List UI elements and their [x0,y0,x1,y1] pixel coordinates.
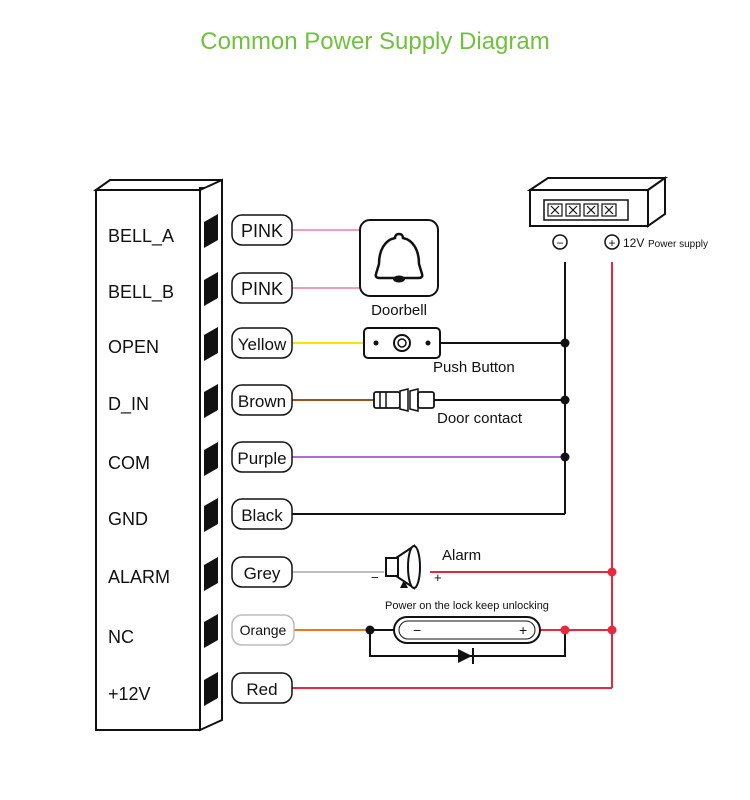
door-contact-label: Door contact [437,410,523,427]
push-button-device: Push Button [363,327,515,376]
power-supply-device: − + 12V Power supply [526,176,708,250]
wire-label-orange: Orange [240,622,287,638]
alarm-plus-label: + [434,570,442,585]
terminal-block [204,498,218,532]
junction-dot [560,452,570,462]
siren-icon [385,544,421,590]
terminal-label-bell-b: BELL_B [108,282,174,303]
terminal-block [204,214,218,248]
wires [292,229,613,689]
doorbell-device: Doorbell [359,219,439,319]
junction-dot [365,625,375,635]
alarm-label: Alarm [442,547,481,564]
alarm-minus-label: − [371,570,379,585]
positive-symbol: + [608,236,615,250]
junction-dot [607,567,617,577]
diode-icon [458,648,474,664]
doorbell-label: Doorbell [371,302,427,319]
terminal-label-alarm: ALARM [108,567,170,587]
wire-label-pink-a: PINK [241,221,283,241]
terminal-screws [547,203,617,217]
controller-unit [92,178,223,732]
terminal-block [204,327,218,361]
terminal-label-bell-a: BELL_A [108,226,174,247]
lock-plus-label: + [519,622,527,638]
terminal-label-12v: +12V [108,684,151,704]
power-supply-voltage: 12V [623,236,644,250]
lock-note-label: Power on the lock keep unlocking [385,600,549,612]
lock-minus-label: − [413,622,421,638]
wire-label-grey: Grey [244,564,281,583]
diagram-title: Common Power Supply Diagram [200,28,550,55]
terminal-labels: BELL_A BELL_B OPEN D_IN COM GND ALARM NC… [108,226,174,704]
alarm-device: Alarm − + [371,544,481,590]
power-supply-label: Power supply [648,239,708,250]
terminal-label-open: OPEN [108,337,159,357]
door-contact-device: Door contact [373,388,523,427]
positive-terminal-icon [604,234,620,250]
negative-terminal-icon [552,234,568,250]
wire-label-yellow: Yellow [238,335,287,354]
wire-label-brown: Brown [238,392,286,411]
terminal-block [204,614,218,648]
wire-label-pink-b: PINK [241,279,283,299]
negative-symbol: − [556,236,563,250]
wire-label-purple: Purple [237,449,286,468]
wire-label-black: Black [241,506,283,525]
lock-device: Power on the lock keep unlocking − + [385,600,549,644]
junction-dot [607,625,617,635]
terminal-label-com: COM [108,453,150,473]
wire-labels: PINK PINK Yellow Brown Purple Black Grey… [231,214,295,704]
junction-dot [560,395,570,405]
terminal-label-gnd: GND [108,509,148,529]
bell-icon [374,232,424,283]
terminal-block [204,442,218,476]
terminal-label-nc: NC [108,627,134,647]
terminal-block [204,557,218,591]
terminal-label-d-in: D_IN [108,394,149,415]
wire-label-red: Red [246,680,277,699]
junction-dot [560,625,570,635]
junction-dots [365,338,617,635]
terminal-blocks [204,214,218,706]
terminal-block [204,272,218,306]
push-button-label: Push Button [433,359,515,376]
terminal-block [204,384,218,418]
terminal-block [204,672,218,706]
junction-dot [560,338,570,348]
